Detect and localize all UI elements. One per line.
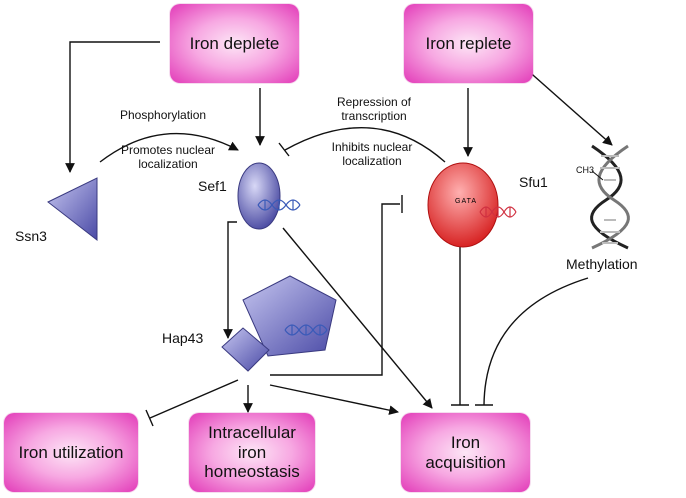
promotes-localization-label: Promotes nuclear localization [120,143,216,172]
sfu1-dna-icon [479,206,517,218]
ssn3-label: Ssn3 [15,228,47,244]
inhibits-localization-label: Inhibits nuclear localization [331,140,413,169]
iron-replete-box: Iron replete [404,4,533,83]
hap43-square [221,327,270,372]
sef1-shape [237,162,281,230]
inhibit-methylation-acquisition [483,277,589,406]
iron-deplete-label: Iron deplete [189,33,280,53]
sfu1-label: Sfu1 [519,174,548,190]
phosphorylation-label: Phosphorylation [120,108,207,122]
arrow-sef1-hap43 [223,221,237,339]
dna-helix-icon [590,144,630,250]
ssn3-shape [47,177,98,242]
inhibit-bar-utilization [145,409,154,427]
sfu1-gata-label: GATA [455,198,477,205]
hap43-label: Hap43 [162,330,204,346]
iron-utilization-box: Iron utilization [4,413,138,492]
sef1-dna-icon [257,199,301,211]
homeostasis-label: Intracellular iron homeostasis [204,423,300,482]
repression-label: Repression of transcription [336,95,412,124]
inhibit-repression [284,127,446,163]
arrow-sef1-acquisition [282,227,433,409]
inhibit-hap43-utilization [149,379,239,419]
arrow-replete-methylation [524,67,613,146]
homeostasis-box: Intracellular iron homeostasis [189,413,315,492]
hap43-dna-icon [284,324,328,336]
iron-acquisition-box: Iron acquisition [401,413,530,492]
arrow-phosphorylation [99,132,239,163]
arrow-hap43-acquisition [269,384,399,415]
inhibit-hap43-sfu1 [270,203,400,376]
sfu1-shape [427,162,499,248]
iron-acquisition-label: Iron acquisition [425,432,506,472]
iron-utilization-label: Iron utilization [18,442,124,462]
sef1-label: Sef1 [198,178,227,194]
ch3-label: CH3 [576,165,595,175]
iron-deplete-box: Iron deplete [170,4,299,83]
inhibit-bar-sef1 [278,142,290,157]
iron-replete-label: Iron replete [425,33,512,53]
arrow-deplete-ssn3 [65,41,160,173]
methylation-label: Methylation [566,256,638,272]
